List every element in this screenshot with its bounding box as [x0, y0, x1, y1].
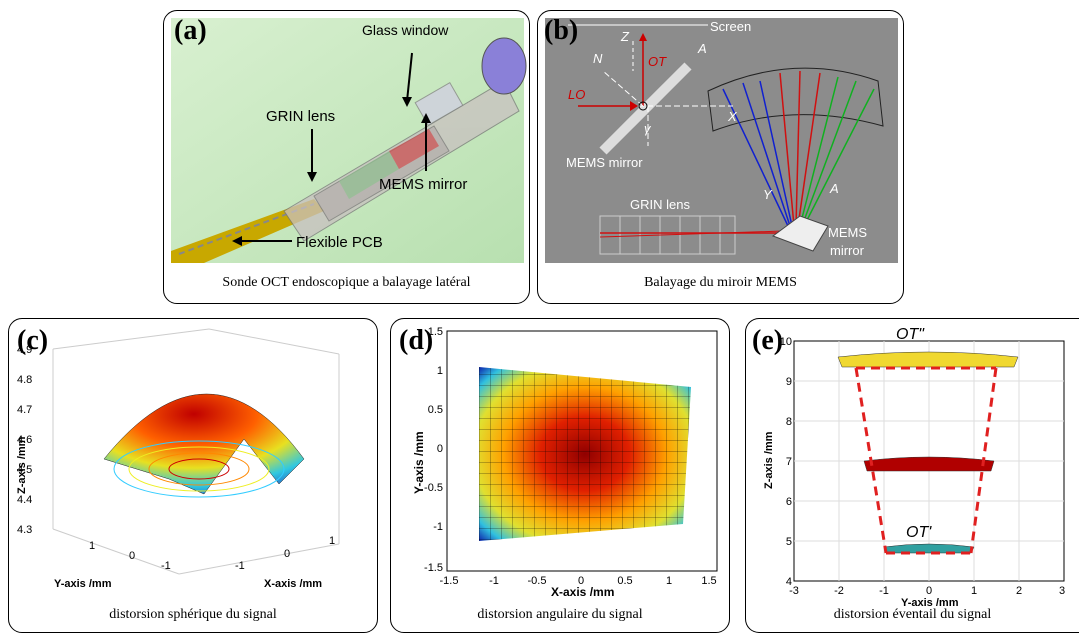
c-ztick: 4.4 [17, 494, 32, 506]
panel-b-caption: Balayage du miroir MEMS [644, 275, 797, 290]
screen-label: Screen [710, 19, 751, 34]
panel-c-caption: distorsion sphérique du signal [109, 607, 277, 622]
d-ytick: -1.5 [424, 562, 443, 574]
e-xticks: -3 -2 -1 0 1 2 3 [789, 585, 1065, 597]
c-xtick: 0 [284, 548, 290, 560]
d-xtick: -0.5 [528, 575, 547, 587]
panel-a: Glass window GRIN lens MEMS mirror Flexi… [163, 10, 530, 304]
bottom-ot-label: OT' [906, 524, 932, 541]
panel-d-caption: distorsion angulaire du signal [477, 607, 643, 622]
panel-c: 4.9 4.8 4.7 4.6 4.5 4.4 4.3 1 0 -1 1 0 -… [8, 318, 378, 633]
mems-label: MEMS [828, 225, 867, 240]
a-axis2-label: A [829, 181, 839, 196]
d-ytick: 1.5 [428, 326, 443, 338]
mems-mirror-label: MEMS mirror [379, 176, 467, 193]
e-xtick: -1 [879, 585, 889, 597]
d-ytick: 0 [437, 443, 443, 455]
top-ot-label: OT" [896, 326, 925, 343]
c-ytick: -1 [161, 560, 171, 572]
x-axis-label: X [727, 109, 738, 124]
e-ytick: 9 [786, 376, 792, 388]
spherical-distortion-plot: 4.9 4.8 4.7 4.6 4.5 4.4 4.3 1 0 -1 1 0 -… [16, 328, 340, 590]
y-axis-label: Y [763, 187, 773, 202]
d-yticks: 1.5 1 0.5 0 -0.5 -1 -1.5 [424, 326, 443, 574]
a-axis-label: A [697, 41, 707, 56]
d-xticks: -1.5 -1 -0.5 0 0.5 1 1.5 [440, 575, 717, 587]
panel-e-label: (e) [752, 325, 784, 356]
c-ztick: 4.8 [17, 374, 32, 386]
c-ytick: 0 [129, 550, 135, 562]
d-ytick: -1 [433, 521, 443, 533]
panel-e: OT" OT' 10 9 8 7 6 5 4 -3 -2 -1 0 1 2 3 … [745, 318, 1079, 633]
e-yticks: 10 9 8 7 6 5 4 [780, 336, 792, 588]
glass-window-label: Glass window [362, 22, 449, 38]
panel-b: Screen Z OT A N LO X γ MEMS mirror GRIN … [537, 10, 904, 304]
panel-c-label: (c) [17, 325, 49, 356]
c-ztick: 4.6 [17, 434, 32, 446]
mems-mirror-top-label: MEMS mirror [566, 155, 643, 170]
d-ylabel: Y-axis /mm [412, 431, 426, 494]
flexible-pcb-label: Flexible PCB [296, 234, 383, 251]
grin-lens-b-label: GRIN lens [630, 197, 690, 212]
mems-scan-illustration: Screen Z OT A N LO X γ MEMS mirror GRIN … [545, 18, 898, 263]
c-yticks: 1 0 -1 [89, 540, 171, 572]
e-xtick: 2 [1016, 585, 1022, 597]
c-ylabel: Y-axis /mm [54, 578, 112, 590]
d-xtick: 0.5 [617, 575, 632, 587]
gamma-label: γ [644, 121, 652, 136]
panel-e-caption: distorsion éventail du signal [833, 607, 992, 622]
panel-a-label: (a) [174, 15, 207, 46]
d-ytick: 1 [437, 365, 443, 377]
c-zticks: 4.9 4.8 4.7 4.6 4.5 4.4 4.3 [17, 344, 32, 536]
mirror-label: mirror [830, 243, 865, 258]
e-ylabel: Z-axis /mm [763, 431, 775, 489]
e-xtick: 3 [1059, 585, 1065, 597]
c-ztick: 4.9 [17, 344, 32, 356]
grin-lens-label: GRIN lens [266, 108, 335, 125]
d-ytick: 0.5 [428, 404, 443, 416]
panel-d-label: (d) [399, 325, 434, 356]
panel-d: 1.5 1 0.5 0 -0.5 -1 -1.5 -1.5 -1 -0.5 0 … [390, 318, 730, 633]
e-ytick: 7 [786, 456, 792, 468]
e-xtick: 1 [971, 585, 977, 597]
e-ytick: 5 [786, 536, 792, 548]
n-axis-label: N [593, 51, 603, 66]
e-ytick: 8 [786, 416, 792, 428]
d-xlabel: X-axis /mm [551, 585, 614, 599]
d-xtick: -1 [489, 575, 499, 587]
e-ytick: 6 [786, 496, 792, 508]
d-xtick: 1 [666, 575, 672, 587]
z-axis-label: Z [620, 29, 630, 44]
c-xlabel: X-axis /mm [264, 578, 322, 590]
d-ytick: -0.5 [424, 482, 443, 494]
c-xtick: -1 [235, 560, 245, 572]
fan-distortion-plot: OT" OT' 10 9 8 7 6 5 4 -3 -2 -1 0 1 2 3 … [763, 326, 1065, 609]
c-ytick: 1 [89, 540, 95, 552]
probe-illustration: Glass window GRIN lens MEMS mirror Flexi… [171, 18, 527, 263]
panel-a-caption: Sonde OCT endoscopique a balayage latéra… [222, 275, 471, 290]
e-xtick: -3 [789, 585, 799, 597]
e-xtick: 0 [926, 585, 932, 597]
e-xlabel: Y-axis /mm [901, 597, 959, 609]
angular-distortion-plot: 1.5 1 0.5 0 -0.5 -1 -1.5 -1.5 -1 -0.5 0 … [412, 326, 718, 599]
e-ytick: 10 [780, 336, 792, 348]
ot-label: OT [648, 54, 667, 69]
panel-b-label: (b) [544, 15, 579, 46]
d-xtick: -1.5 [440, 575, 459, 587]
c-xticks: 1 0 -1 [235, 535, 335, 572]
e-ytick: 4 [786, 576, 792, 588]
lo-label: LO [568, 87, 585, 102]
c-zlabel: Z-axis /mm [16, 436, 28, 494]
c-xtick: 1 [329, 535, 335, 547]
d-xtick: 0 [578, 575, 584, 587]
d-xtick: 1.5 [701, 575, 716, 587]
c-ztick: 4.3 [17, 524, 32, 536]
c-ztick: 4.7 [17, 404, 32, 416]
e-xtick: -2 [834, 585, 844, 597]
c-ztick: 4.5 [17, 464, 32, 476]
